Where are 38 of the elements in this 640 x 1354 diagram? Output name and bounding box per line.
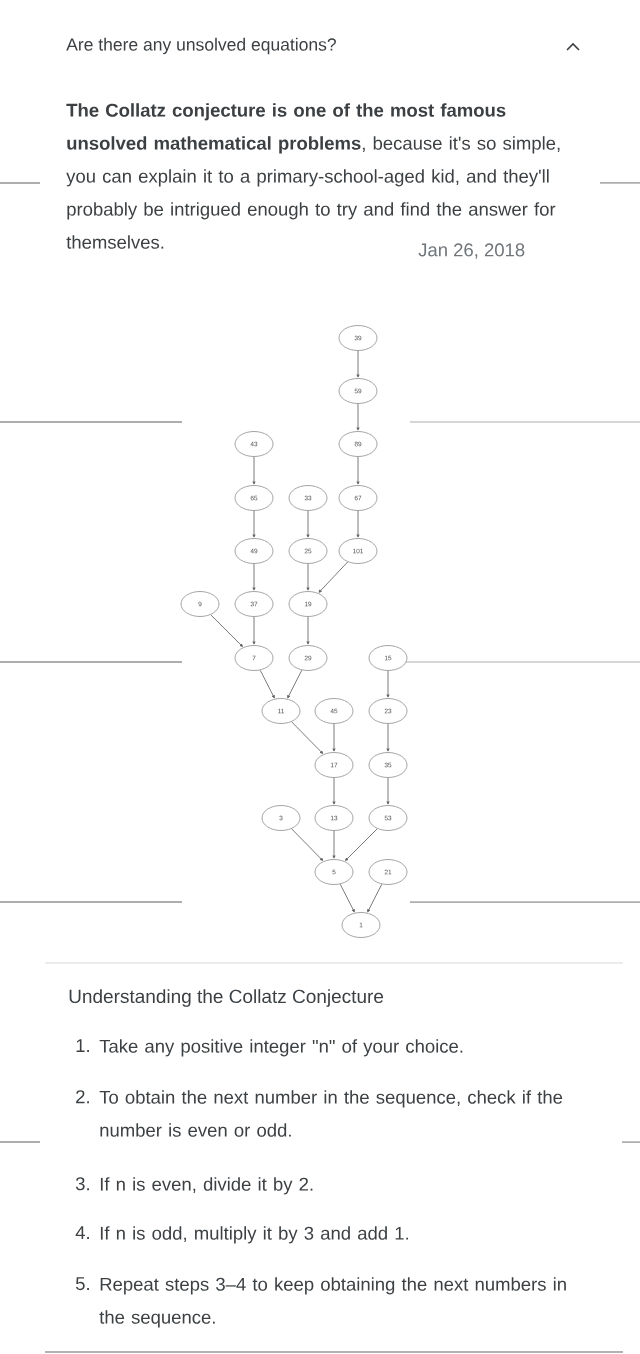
arrow: [252, 456, 256, 485]
list-number: 4.: [75, 1226, 89, 1239]
question-heading: Are there any unsolved equations?: [66, 37, 336, 55]
arrow: [210, 614, 243, 647]
arrow: [386, 670, 390, 698]
arrow: [345, 828, 378, 861]
list-number: 3.: [75, 1177, 89, 1191]
arrow: [287, 669, 303, 699]
list-number: 1.: [76, 1039, 89, 1052]
section-heading: Understanding the Collatz Conjecture: [69, 989, 384, 1007]
arrow: [252, 563, 256, 591]
list-item-text: Repeat steps 3–4 to keep obtaining the next numbers in the sequence.: [99, 1277, 566, 1328]
arrow: [252, 510, 256, 538]
arrow: [356, 510, 360, 538]
arrow: [339, 883, 355, 913]
list-item-text: Take any positive integer "n" of your choice.: [99, 1039, 463, 1057]
arrow: [332, 777, 336, 805]
arrow: [306, 616, 310, 645]
arrow: [291, 721, 324, 754]
arrow: [386, 777, 390, 805]
list-item-text: If n is even, divide it by 2.: [100, 1177, 313, 1195]
arrow: [332, 723, 336, 752]
arrow: [252, 616, 256, 645]
arrow: [356, 350, 360, 378]
arrow: [259, 669, 275, 699]
arrow: [386, 723, 390, 752]
list-number: 2.: [76, 1090, 89, 1104]
list-item-text: To obtain the next number in the sequence, check if the number is even or odd.: [99, 1090, 563, 1137]
arrow: [367, 883, 383, 913]
arrow: [306, 510, 310, 538]
arrow: [318, 561, 349, 593]
arrow: [332, 830, 336, 859]
arrow: [306, 563, 310, 591]
arrow: [356, 403, 360, 431]
arrow: [356, 456, 360, 485]
list-number: 5.: [75, 1277, 89, 1291]
list-item-text: If n is odd, multiply it by 3 and add 1.: [100, 1226, 408, 1244]
arrow: [291, 828, 324, 861]
